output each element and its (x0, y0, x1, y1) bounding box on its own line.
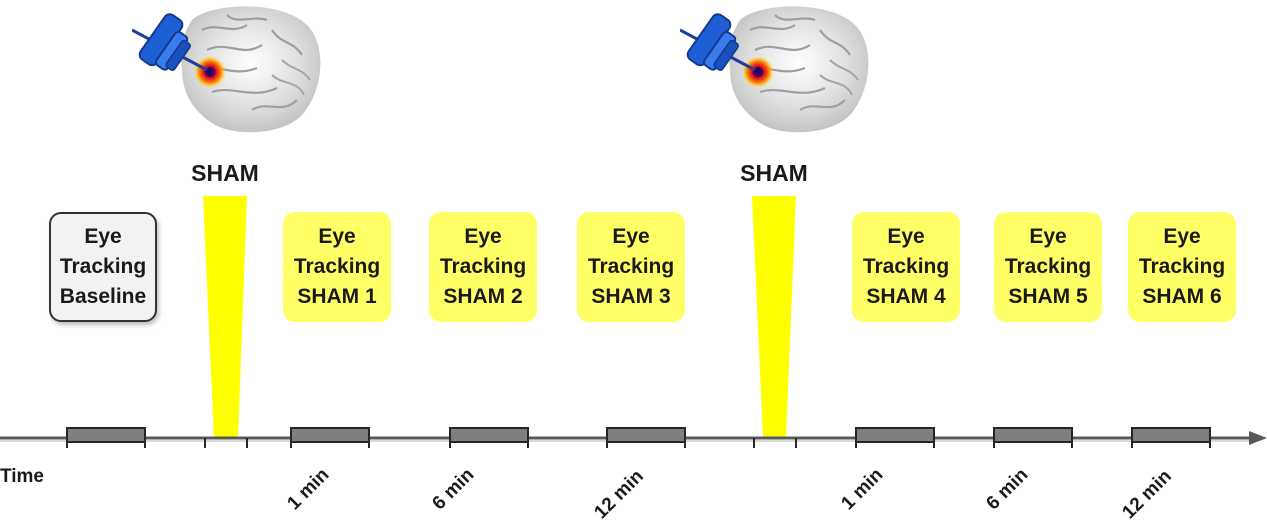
eye-tracking-sham-5-box: Eye Tracking SHAM 5 (994, 212, 1102, 322)
box-line-1: Eye (612, 225, 650, 248)
tick-label-3: 12 min (590, 465, 648, 524)
box-line-1: Eye (464, 225, 502, 248)
brain-tms-coil-icon (679, 0, 880, 138)
box-line-1: Eye (318, 225, 356, 248)
segment-sham-1 (290, 427, 370, 443)
box-line-2: Tracking (862, 255, 950, 278)
eye-tracking-baseline-box: Eye Tracking Baseline (49, 212, 157, 322)
box-line-2: Tracking (59, 255, 147, 278)
segment-sham-2 (449, 427, 529, 443)
axis-tick-marks (66, 438, 1211, 448)
eye-tracking-sham-4-box: Eye Tracking SHAM 4 (852, 212, 960, 322)
brain-illustration (679, 6, 869, 133)
time-axis-arrow-icon (1249, 431, 1267, 445)
box-line-2: Tracking (1138, 255, 1226, 278)
box-line-3: SHAM 6 (1142, 285, 1222, 308)
box-line-1: Eye (1029, 225, 1067, 248)
tick-label-2: 6 min (428, 464, 479, 515)
eye-tracking-sham-6-box: Eye Tracking SHAM 6 (1128, 212, 1236, 322)
brain-illustration (131, 6, 321, 133)
eye-tracking-sham-3-box: Eye Tracking SHAM 3 (577, 212, 685, 322)
box-line-1: Eye (1163, 225, 1201, 248)
box-line-3: SHAM 4 (866, 285, 946, 308)
segment-sham-3 (606, 427, 686, 443)
brain-tms-coil-icon (131, 0, 332, 138)
time-axis-label: Time (0, 466, 45, 487)
eye-tracking-sham-2-box: Eye Tracking SHAM 2 (429, 212, 537, 322)
segment-sham-5 (993, 427, 1073, 443)
box-line-2: Tracking (293, 255, 381, 278)
box-line-3: SHAM 5 (1008, 285, 1088, 308)
box-line-3: SHAM 2 (443, 285, 523, 308)
segment-sham-4 (855, 427, 935, 443)
sham-stimulation-beam-2 (752, 196, 796, 438)
tick-label-5: 6 min (982, 464, 1033, 515)
box-line-3: Baseline (59, 285, 147, 308)
box-line-2: Tracking (439, 255, 527, 278)
box-line-3: SHAM 1 (297, 285, 377, 308)
segment-baseline (66, 427, 146, 443)
box-line-3: SHAM 3 (591, 285, 671, 308)
tick-label-1: 1 min (283, 464, 334, 515)
sham-label-2: SHAM (740, 160, 808, 186)
box-line-1: Eye (84, 225, 122, 248)
eye-tracking-sham-1-box: Eye Tracking SHAM 1 (283, 212, 391, 322)
box-line-1: Eye (887, 225, 925, 248)
sham-label-1: SHAM (191, 160, 259, 186)
tick-label-4: 1 min (837, 464, 888, 515)
box-line-2: Tracking (1004, 255, 1092, 278)
segment-sham-6 (1131, 427, 1211, 443)
tick-label-6: 12 min (1118, 465, 1176, 524)
box-line-2: Tracking (587, 255, 675, 278)
sham-stimulation-beam-1 (203, 196, 247, 438)
